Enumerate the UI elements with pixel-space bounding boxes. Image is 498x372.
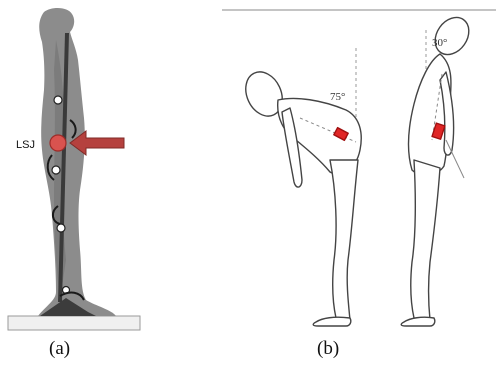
- extension-line-right: [446, 140, 464, 178]
- panel-a: LSJ: [8, 8, 140, 330]
- legs-right: [411, 160, 440, 320]
- feet-right: [401, 317, 435, 326]
- head-right: [428, 11, 476, 61]
- figure-extension: 30°: [401, 11, 476, 326]
- caption-b: (b): [317, 338, 339, 360]
- panel-b: 75° 30°: [222, 10, 496, 326]
- body-silhouette: [38, 8, 116, 316]
- lsj-label: LSJ: [16, 139, 35, 151]
- angle-label-right: 30°: [432, 37, 447, 49]
- caption-a: (a): [49, 338, 70, 360]
- feet-left: [313, 317, 351, 326]
- legs-left: [330, 160, 358, 320]
- figure-flexion: 75°: [239, 48, 361, 326]
- lsj-marker: [50, 135, 66, 151]
- angle-label-left: 75°: [330, 91, 345, 103]
- floor-plate: [8, 316, 140, 330]
